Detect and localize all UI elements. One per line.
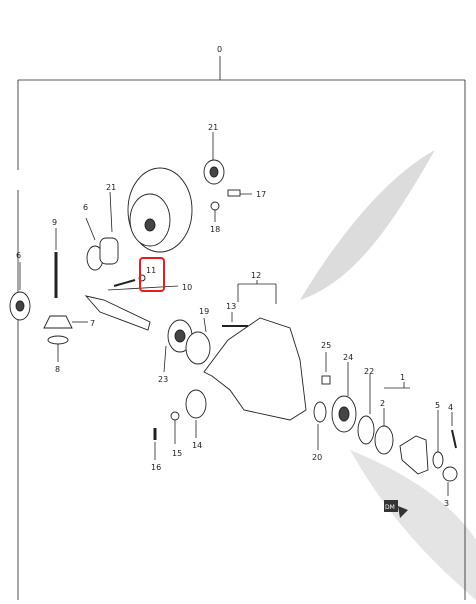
svg-text:14: 14: [192, 441, 202, 450]
svg-text:9: 9: [52, 218, 57, 227]
svg-text:22: 22: [364, 367, 374, 376]
svg-text:20: 20: [312, 453, 322, 462]
nut-3: [442, 466, 458, 482]
svg-text:21: 21: [208, 123, 218, 132]
svg-text:17: 17: [256, 190, 266, 199]
callout-11: 11: [146, 266, 156, 275]
background-fin-1: [300, 150, 435, 300]
gear-14: [185, 389, 207, 419]
svg-text:7: 7: [90, 319, 95, 328]
svg-text:DM: DM: [385, 504, 395, 511]
svg-text:3: 3: [444, 499, 449, 508]
svg-text:16: 16: [151, 463, 161, 472]
svg-text:8: 8: [55, 365, 60, 374]
washer-8: [47, 335, 69, 345]
svg-text:12: 12: [251, 271, 261, 280]
svg-text:24: 24: [343, 353, 353, 362]
svg-text:13: 13: [226, 302, 236, 311]
svg-text:4: 4: [448, 403, 453, 412]
svg-text:18: 18: [210, 225, 220, 234]
svg-text:25: 25: [321, 341, 331, 350]
svg-text:23: 23: [158, 375, 168, 384]
highlight-box-11: [139, 257, 165, 292]
svg-text:5: 5: [435, 401, 440, 410]
svg-text:1: 1: [400, 373, 405, 382]
svg-text:19: 19: [199, 307, 209, 316]
pinion-gear-7: [43, 315, 73, 329]
svg-text:2: 2: [380, 399, 385, 408]
svg-text:10: 10: [182, 283, 192, 292]
callout-6-top: 6: [83, 203, 88, 212]
differential-housing: [203, 317, 307, 421]
direction-mark: DM: [384, 500, 408, 518]
label-top: 0: [217, 45, 222, 54]
svg-text:15: 15: [172, 449, 182, 458]
drive-pinion: [84, 295, 151, 331]
companion-flange: [399, 435, 429, 475]
oring-19: [185, 331, 211, 365]
bearing-21-left: [99, 237, 119, 265]
svg-text:21: 21: [106, 183, 116, 192]
background-fin-2: [350, 450, 476, 600]
svg-text:6: 6: [16, 251, 21, 260]
